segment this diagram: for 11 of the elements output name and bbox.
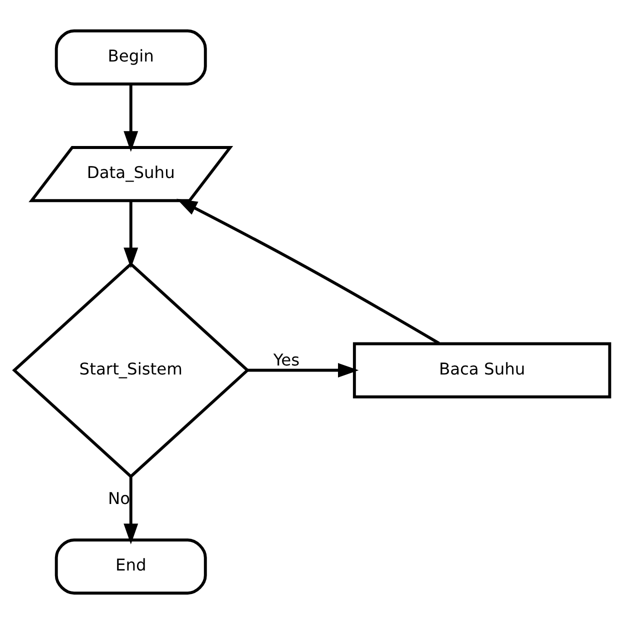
node-diamond: Start_Sistem [12, 262, 250, 478]
edge-label: No [108, 488, 130, 508]
arrow [124, 200, 138, 268]
node-box: Begin [54, 28, 207, 85]
arrow [176, 198, 440, 344]
edge-label: Yes [273, 350, 300, 370]
arrow [124, 476, 138, 544]
node-box: End [54, 538, 207, 594]
arrow [247, 362, 359, 378]
arrow [124, 84, 138, 152]
node-box: Baca Suhu [352, 342, 612, 398]
